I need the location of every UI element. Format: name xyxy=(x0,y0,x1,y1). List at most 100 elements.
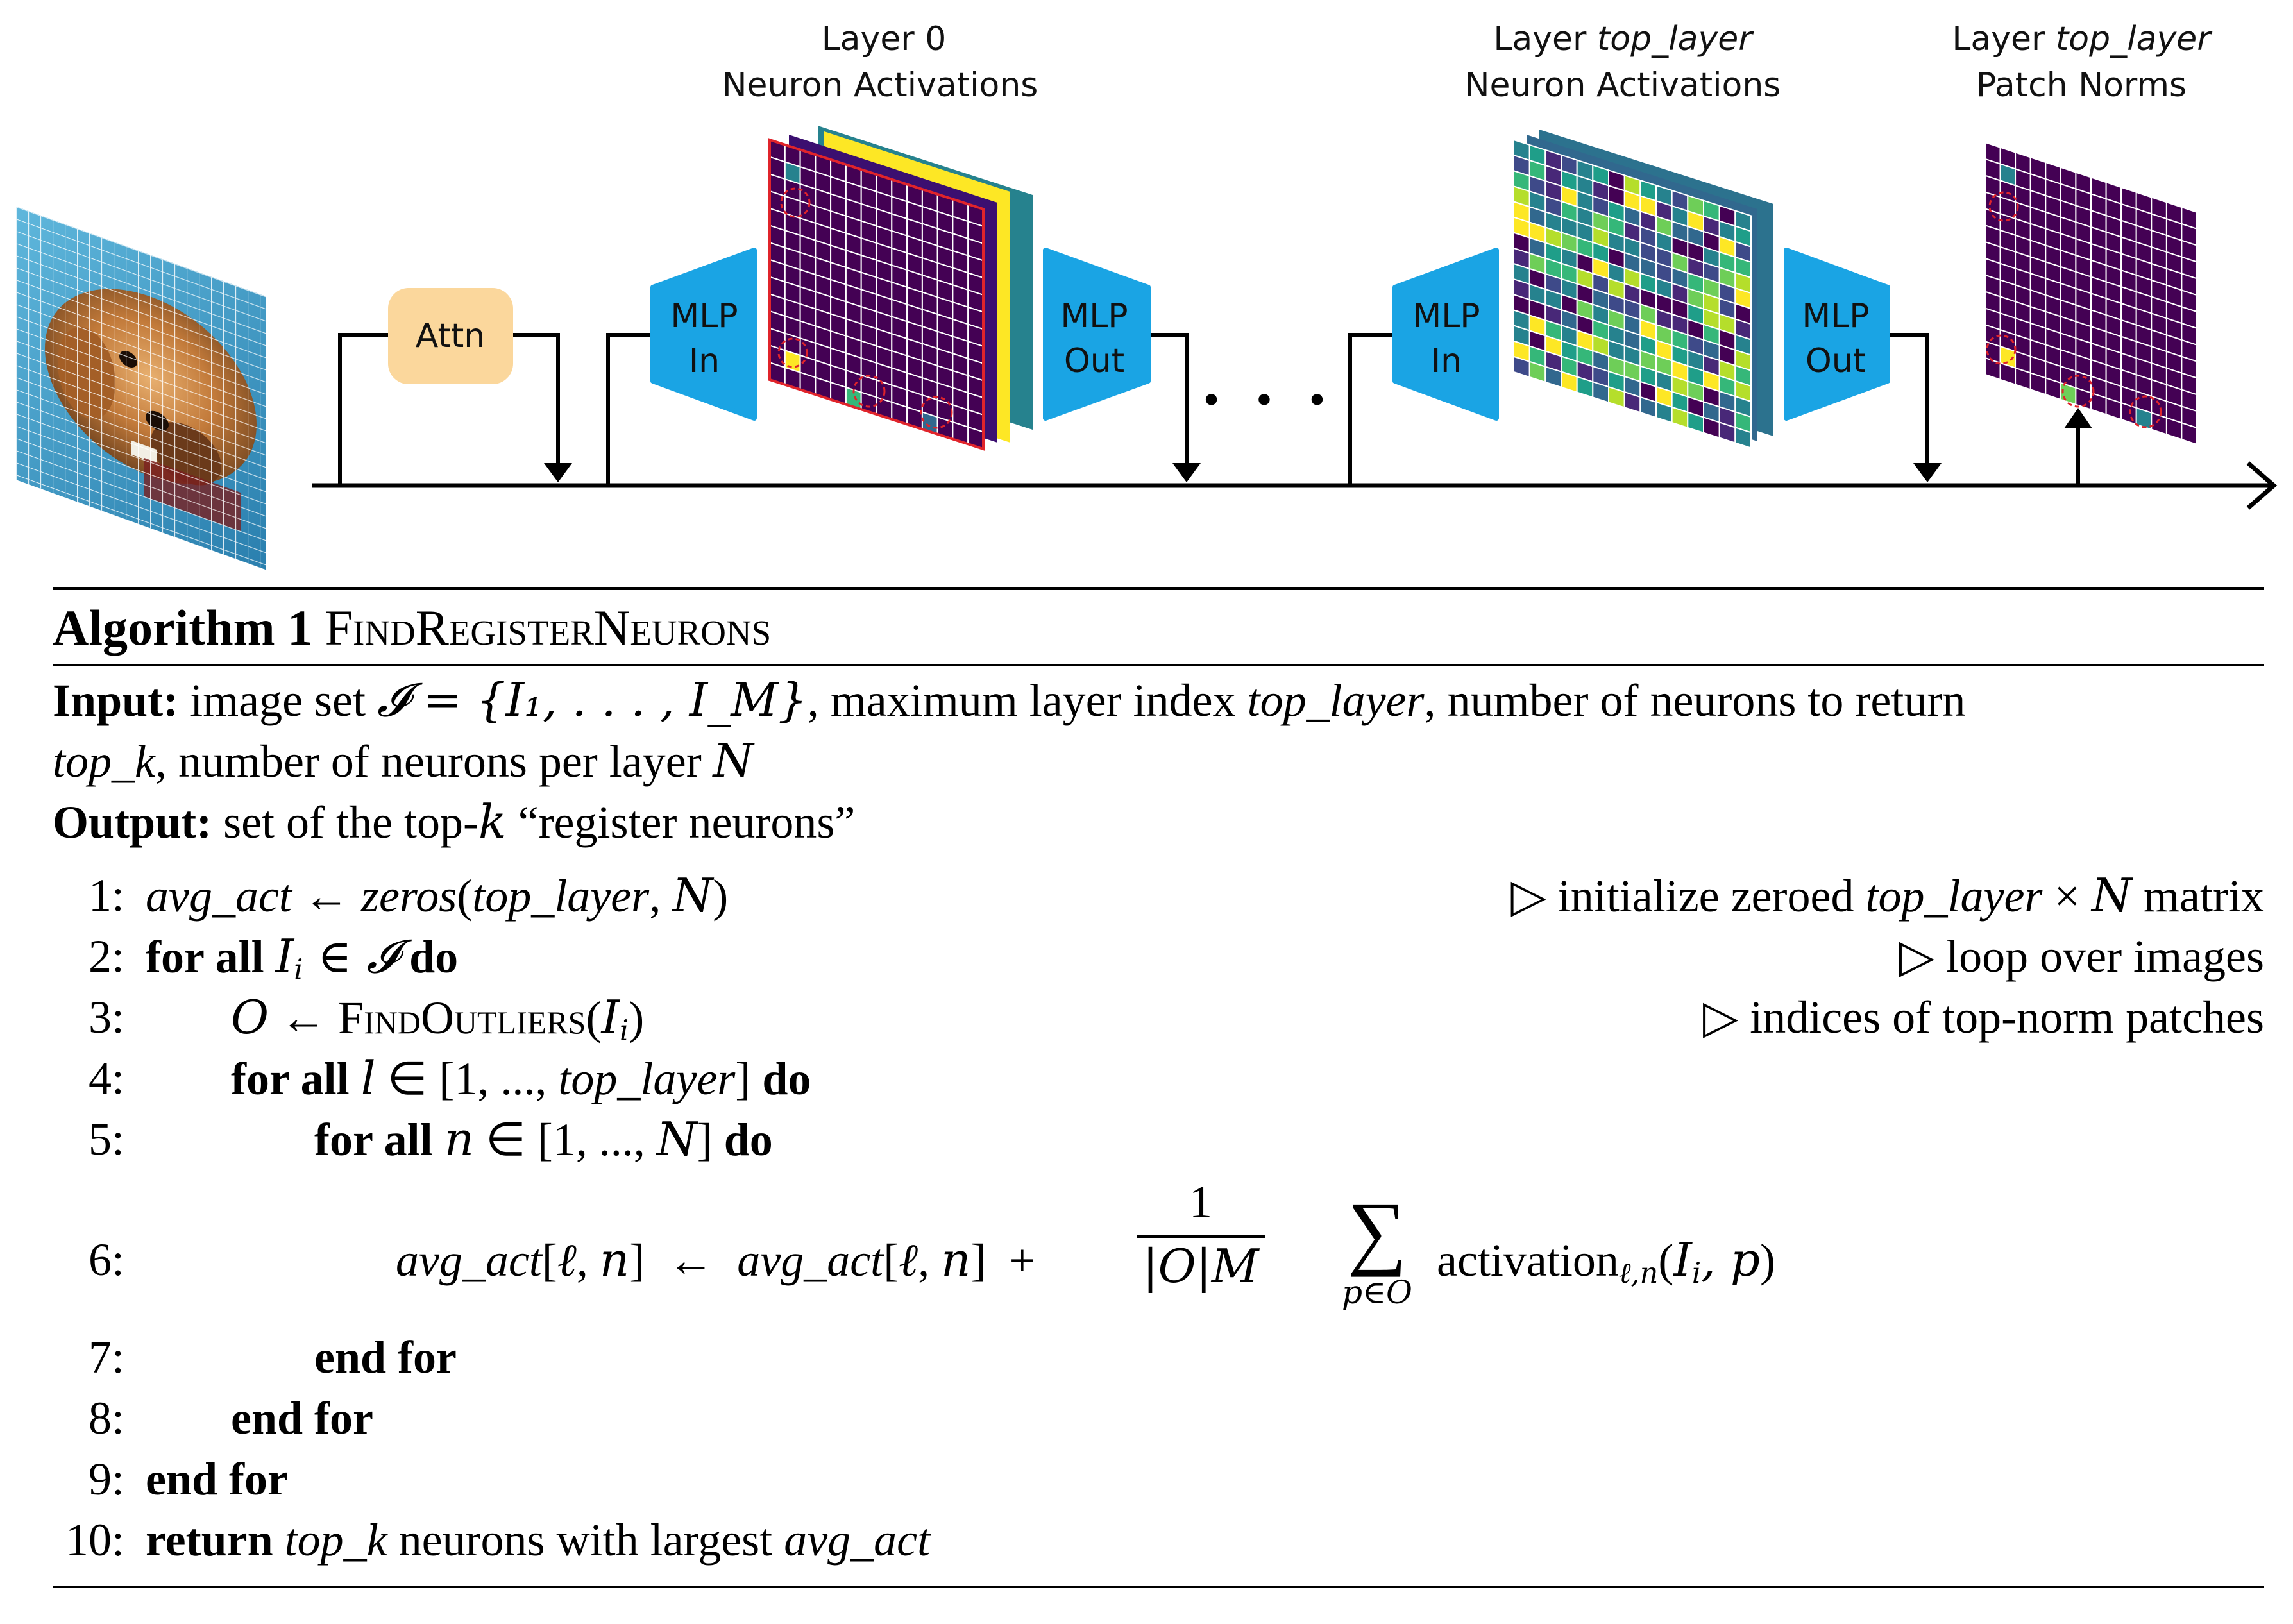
algorithm-name: FindRegisterNeurons xyxy=(325,600,772,656)
code-token: O xyxy=(231,990,269,1044)
code-token: avg_act xyxy=(784,1514,931,1566)
mlp-in-label-bottom: In xyxy=(1431,342,1462,380)
input-text: , maximum layer index xyxy=(807,675,1236,726)
keyword: do xyxy=(762,1053,811,1104)
outlier-circle xyxy=(852,375,886,408)
mlp-in-label-bottom: In xyxy=(689,342,720,380)
sigma-symbol: ∑ xyxy=(1347,1185,1407,1278)
arrow-down-icon xyxy=(1913,463,1942,482)
comment-text: matrix xyxy=(2144,870,2264,922)
comment-text: ▷ initialize zeroed xyxy=(1510,870,1854,922)
fraction-denominator: |O|M xyxy=(1142,1239,1259,1293)
mlp-out-label-bottom: Out xyxy=(1064,342,1124,380)
input-var: top_layer xyxy=(1247,675,1425,726)
code-token: top_layer xyxy=(472,870,650,922)
line-number: 6: xyxy=(88,1234,124,1285)
diagram-titles: Layer 0 Neuron Activations Layer top_lay… xyxy=(722,20,2213,105)
fraction-numerator: 1 xyxy=(1189,1176,1212,1228)
code-token: FindOutliers xyxy=(338,992,586,1044)
output-text: “register neurons” xyxy=(518,797,856,848)
comment-var: N xyxy=(2092,868,2133,922)
input-line-2: top_k, number of neurons per layer N xyxy=(53,738,754,784)
heatmap-cell xyxy=(1734,427,1752,449)
keyword: for all xyxy=(146,931,264,983)
line-number: 5: xyxy=(88,1113,124,1165)
mlp-in-label-top: MLP xyxy=(670,297,738,335)
arrow-down-icon xyxy=(1172,463,1201,482)
code-text: neurons with largest xyxy=(398,1514,773,1566)
mlp-in-block-layer0: MLP In xyxy=(650,248,757,421)
output-label: Output: xyxy=(53,797,212,848)
keyword: do xyxy=(723,1114,773,1165)
mlp-in-label-top: MLP xyxy=(1412,297,1480,335)
algo-line-6: 6: avg_act[ℓ, n] ← avg_act[ℓ, n] + 1 |O|… xyxy=(53,1179,2264,1326)
code-token: l xyxy=(360,1051,376,1105)
outlier-circle xyxy=(920,396,953,429)
toplayer-heatmap xyxy=(1513,139,1752,449)
algorithm-title-rule xyxy=(53,664,2264,666)
line-number: 10: xyxy=(65,1514,124,1566)
dog-photo-image xyxy=(16,207,266,570)
line-comment: ▷ initialize zeroed top_layer × N matrix xyxy=(1510,868,2264,922)
keyword: do xyxy=(409,931,459,983)
toplayer-title-line1: Layer top_layer xyxy=(1493,20,1754,58)
algorithm-bottom-rule xyxy=(53,1586,2264,1588)
patch-norms-grid xyxy=(1984,141,2197,446)
mlp-out-block-top: MLP Out xyxy=(1784,248,1890,421)
mlp-top-connector xyxy=(1348,333,1929,486)
arrow-down-icon xyxy=(544,463,572,482)
outlier-circle xyxy=(1986,334,2017,365)
code-token: avg_act xyxy=(146,870,292,922)
input-set: 𝓘 = {I₁, . . . , I_M} xyxy=(377,673,808,727)
code-token: avg_act xyxy=(737,1235,884,1286)
outlier-circle xyxy=(780,187,811,218)
keyword: end for xyxy=(314,1332,457,1383)
attn-label: Attn xyxy=(416,317,485,355)
output-line: Output: set of the top-k “register neuro… xyxy=(53,799,855,845)
line-number: 2: xyxy=(88,931,124,982)
line-number: 4: xyxy=(88,1053,124,1104)
line-comment: ▷ loop over images xyxy=(1899,931,2264,982)
subscript: ℓ,n xyxy=(1618,1256,1659,1290)
code-token: activation xyxy=(1437,1235,1619,1286)
arrow-right-icon xyxy=(2246,461,2278,510)
keyword: end for xyxy=(146,1453,288,1505)
keyword: return xyxy=(146,1514,273,1566)
keyword: for all xyxy=(314,1114,433,1165)
algorithm-top-rule xyxy=(53,587,2264,590)
ellipsis: • • • xyxy=(1200,378,1337,423)
input-text: , number of neurons per layer xyxy=(155,736,702,787)
keyword: for all xyxy=(231,1053,350,1104)
mlp-out-label-bottom: Out xyxy=(1806,342,1866,380)
mlp-out-label-top: MLP xyxy=(1060,297,1128,335)
mlp-out-block-layer0: MLP Out xyxy=(1043,248,1151,421)
outlier-circle xyxy=(2061,375,2095,408)
sum-operator: ∑ p∈O xyxy=(1329,1187,1425,1308)
algorithm-label: Algorithm 1 xyxy=(53,600,313,656)
fraction: 1 |O|M xyxy=(1137,1179,1265,1289)
heatmap-cell xyxy=(2181,421,2197,446)
input-label: Input: xyxy=(53,675,179,726)
code-token: N xyxy=(672,868,713,922)
line-comment: ▷ indices of top-norm patches xyxy=(1702,992,2264,1043)
norms-title-line1: Layer top_layer xyxy=(1952,20,2213,58)
layer0-title-line2: Neuron Activations xyxy=(722,66,1038,105)
code-token: top_k xyxy=(284,1514,387,1566)
outlier-circle xyxy=(2129,395,2162,428)
attn-connector xyxy=(338,333,560,486)
architecture-diagram: Attn MLP In MLP Out • • • ML xyxy=(16,20,2278,570)
layer0-activation-stack xyxy=(768,126,1033,451)
code-token: N xyxy=(656,1112,697,1166)
mlp-out-label-top: MLP xyxy=(1802,297,1869,335)
norms-title-line2: Patch Norms xyxy=(1976,66,2187,105)
keyword: end for xyxy=(231,1392,373,1444)
toplayer-activation-stack xyxy=(1513,130,1773,449)
line-number: 7: xyxy=(88,1332,124,1383)
layer0-title-line1: Layer 0 xyxy=(822,20,947,58)
attn-block: Attn xyxy=(388,288,513,384)
input-line-1: Input: image set 𝓘 = {I₁, . . . , I_M}, … xyxy=(53,677,1965,723)
outlier-circle xyxy=(1988,191,2019,222)
line-number: 9: xyxy=(88,1453,124,1505)
code-token: avg_act xyxy=(396,1235,542,1286)
input-text: image set xyxy=(190,675,366,726)
